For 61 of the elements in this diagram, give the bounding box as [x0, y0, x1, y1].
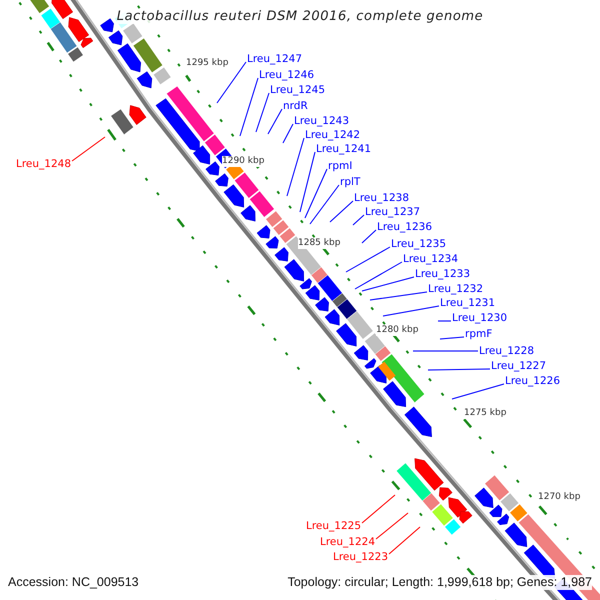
- scale-label: 1295 kbp: [186, 58, 228, 69]
- leader-line: [362, 276, 414, 292]
- leader-line: [352, 214, 364, 226]
- gene-label: Lreu_1224: [320, 536, 376, 548]
- gene-label: rpmF: [465, 328, 492, 340]
- gene-label: Lreu_1228: [479, 345, 534, 357]
- scale-label: 1280 kbp: [376, 325, 418, 336]
- leader-line: [72, 136, 106, 162]
- gene-label: Lreu_1246: [259, 69, 314, 81]
- gene-label: Lreu_1227: [491, 360, 546, 372]
- leader-line: [256, 92, 270, 132]
- leader-line: [216, 62, 246, 104]
- leader-line: [382, 306, 440, 316]
- leader-line: [370, 292, 428, 300]
- gene-label: Lreu_1243: [294, 115, 350, 127]
- gene-label: Lreu_1226: [505, 375, 560, 387]
- leader-line: [346, 246, 390, 272]
- gene-label: Lreu_1247: [247, 53, 302, 65]
- gene-label: Lreu_1242: [305, 129, 360, 141]
- leader-line: [240, 78, 258, 136]
- leader-line: [362, 494, 396, 524]
- leader-line: [412, 350, 478, 352]
- scale-label: 1285 kbp: [298, 238, 340, 249]
- leader-line: [438, 320, 452, 322]
- leader-line: [388, 526, 420, 554]
- gene-label: rplT: [340, 176, 360, 188]
- leader-line: [362, 230, 376, 244]
- gene-label: Lreu_1237: [365, 206, 420, 218]
- leader-line: [452, 384, 504, 400]
- leader-line: [310, 184, 340, 224]
- gene-label: Lreu_1235: [391, 238, 446, 250]
- scale-label: 1270 kbp: [538, 492, 580, 503]
- leader-line: [428, 368, 490, 370]
- leader-line: [304, 168, 328, 218]
- gene-label: Lreu_1234: [403, 253, 458, 265]
- gene-label: Lreu_1238: [354, 192, 410, 204]
- scale-label: 1275 kbp: [464, 408, 506, 419]
- genome-title: Lactobacillus reuteri DSM 20016, complete genome: [116, 9, 484, 24]
- gene-label: Lreu_1225: [306, 520, 362, 532]
- gene-label: Lreu_1248: [16, 158, 72, 170]
- leader-line: [376, 512, 408, 540]
- gene-label: Lreu_1236: [377, 221, 432, 233]
- gene-label: Lreu_1232: [428, 283, 484, 295]
- gene-label: rpmI: [328, 160, 352, 172]
- gene-label: Lreu_1241: [316, 143, 372, 155]
- gene-label: Lreu_1233: [415, 268, 470, 280]
- leader-line: [354, 262, 402, 290]
- leader-line: [330, 200, 354, 222]
- leader-line: [286, 138, 304, 196]
- leader-line: [282, 124, 294, 144]
- gene-label: Lreu_1231: [440, 297, 496, 309]
- scale-label: 1290 kbp: [222, 156, 264, 167]
- gene-label: Lreu_1223: [333, 551, 388, 563]
- leader-line: [300, 152, 316, 212]
- leader-line: [268, 108, 282, 134]
- accession-text: Accession: NC_009513: [8, 575, 139, 590]
- gene-label: Lreu_1245: [270, 84, 326, 96]
- gene-label: Lreu_1230: [452, 312, 508, 324]
- gene-label: nrdR: [283, 100, 308, 112]
- genome-summary-text: Topology: circular; Length: 1,999,618 bp; Genes: 1,987: [288, 575, 592, 590]
- leader-line: [440, 336, 464, 340]
